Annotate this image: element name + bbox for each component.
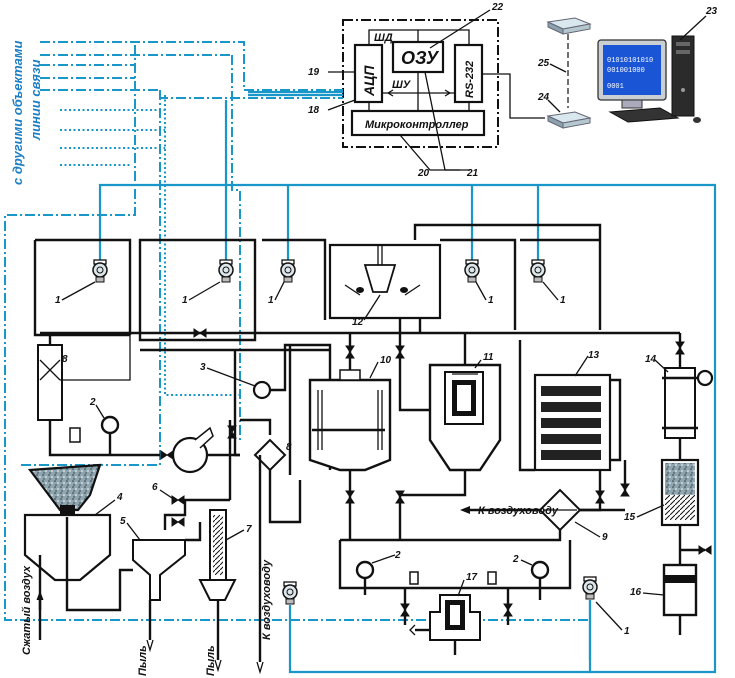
label-25: 25 <box>537 58 550 69</box>
label-17: 17 <box>466 572 478 583</box>
pc-screen-line-1: 01010101010 <box>607 57 653 65</box>
rs232-label: RS-232 <box>464 61 476 98</box>
label-to-air-duct-down: К воздуховоду <box>261 559 273 640</box>
label-8b: 8 <box>286 442 292 453</box>
label-23: 23 <box>705 6 718 17</box>
label-compressed-air: Сжатый воздух <box>21 565 33 655</box>
label-22: 22 <box>491 2 504 13</box>
process-piping <box>23 223 714 675</box>
label-21: 21 <box>466 168 479 179</box>
modem-bottom <box>546 111 592 129</box>
label-dust-2: Пыль <box>205 645 217 676</box>
label-1f: 1 <box>624 626 630 637</box>
ram-block <box>391 40 445 74</box>
label-19: 19 <box>308 67 320 78</box>
label-1a: 1 <box>55 295 61 306</box>
mcu-label: Микроконтроллер <box>365 119 469 131</box>
label-6: 6 <box>152 482 158 493</box>
label-15: 15 <box>624 512 636 523</box>
label-12: 12 <box>352 317 364 328</box>
controller-unit: АЦП ОЗУ RS-232 Микроконтроллер ШД ШУ <box>327 9 545 171</box>
computer: 01010101010 001001000 0001 <box>597 35 701 123</box>
side-text-line-1: линии связи <box>28 59 43 141</box>
label-dust-1: Пыль <box>137 645 149 676</box>
label-2b: 2 <box>394 550 401 561</box>
label-18: 18 <box>308 105 320 116</box>
label-7: 7 <box>246 524 252 535</box>
pc-screen-line-3: 0001 <box>607 83 624 91</box>
label-16: 16 <box>630 587 642 598</box>
adc-label: АЦП <box>361 65 377 97</box>
label-4: 4 <box>116 492 123 503</box>
label-10: 10 <box>380 355 392 366</box>
label-5: 5 <box>120 516 126 527</box>
part-numbers: 1 1 1 1 1 1 2 2 2 3 4 5 6 7 8 8 9 10 11 <box>55 281 669 637</box>
label-20: 20 <box>417 168 430 179</box>
label-1d: 1 <box>488 295 494 306</box>
label-2a: 2 <box>89 397 96 408</box>
communication-lines <box>4 41 717 674</box>
label-to-air-duct-right: К воздуховоду <box>478 505 559 517</box>
pc-screen-line-2: 001001000 <box>607 67 645 75</box>
modem-top <box>546 17 592 35</box>
label-13: 13 <box>588 350 600 361</box>
label-2c: 2 <box>512 554 519 565</box>
side-text-line-2: с другими объектами <box>10 40 25 185</box>
control-bus-label: ШУ <box>392 79 412 91</box>
mcu-block <box>350 109 486 137</box>
label-11: 11 <box>483 352 494 363</box>
label-1e: 1 <box>560 295 566 306</box>
data-bus-label: ШД <box>374 32 393 44</box>
label-1b: 1 <box>182 295 188 306</box>
label-1c: 1 <box>268 295 274 306</box>
label-14: 14 <box>645 354 657 365</box>
label-8a: 8 <box>62 354 68 365</box>
label-9: 9 <box>602 532 608 543</box>
ram-label: ОЗУ <box>401 48 440 68</box>
label-3: 3 <box>200 362 206 373</box>
label-24: 24 <box>537 92 550 103</box>
